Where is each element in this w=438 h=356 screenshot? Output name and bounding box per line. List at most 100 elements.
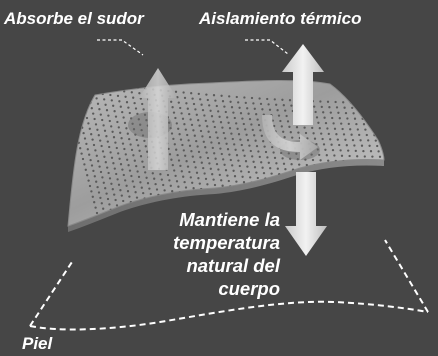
- perforation-dot: [97, 191, 101, 194]
- perforation-dot: [101, 150, 105, 153]
- perforation-dot: [366, 252, 368, 254]
- perforation-dot: [104, 187, 107, 190]
- perforation-dot: [171, 106, 174, 109]
- perforation-dot: [338, 175, 342, 179]
- perforation-dot: [143, 113, 147, 116]
- perforation-dot: [195, 139, 198, 143]
- perforation-dot: [204, 119, 207, 123]
- perforation-dot: [128, 195, 131, 198]
- perforation-dot: [226, 148, 230, 151]
- perforation-dot: [315, 116, 319, 119]
- perforation-dot: [102, 207, 105, 210]
- perforation-dot: [108, 229, 110, 231]
- perforation-dot: [398, 231, 400, 233]
- perforation-dot: [347, 181, 351, 184]
- perforation-dot: [174, 174, 177, 178]
- perforation-dot: [81, 157, 85, 161]
- perforation-dot: [407, 237, 409, 239]
- perforation-dot: [363, 241, 365, 243]
- perforation-dot: [177, 159, 181, 162]
- perforation-dot: [122, 173, 125, 177]
- perforation-dot: [403, 247, 405, 249]
- perforation-dot: [124, 95, 127, 98]
- perforation-dot: [166, 173, 170, 177]
- perforation-dot: [389, 253, 391, 255]
- perforation-dot: [206, 125, 209, 128]
- perforation-dot: [124, 179, 127, 182]
- perforation-dot: [126, 158, 129, 161]
- perforation-dot: [398, 172, 400, 174]
- perforation-dot: [331, 175, 334, 178]
- perforation-dot: [383, 231, 385, 233]
- perforation-dot: [336, 223, 339, 226]
- perforation-dot: [192, 102, 196, 106]
- perforation-dot: [321, 196, 324, 199]
- perforation-dot: [354, 208, 358, 211]
- perforation-dot: [218, 173, 221, 177]
- perforation-dot: [81, 100, 84, 103]
- perforation-dot: [134, 107, 138, 110]
- perforation-dot: [119, 131, 122, 134]
- perforation-dot: [260, 193, 264, 196]
- perforation-dot: [108, 177, 112, 180]
- perforation-dot: [255, 113, 258, 116]
- perforation-dot: [330, 202, 333, 205]
- perforation-dot: [409, 215, 411, 217]
- perforation-dot: [318, 127, 321, 130]
- perforation-dot: [348, 213, 351, 217]
- perforation-dot: [289, 189, 293, 192]
- perforation-dot: [125, 127, 128, 130]
- perforation-dot: [363, 155, 366, 158]
- perforation-dot: [132, 128, 136, 131]
- perforation-dot: [145, 176, 148, 179]
- perforation-dot: [183, 123, 186, 126]
- perforation-dot: [394, 215, 396, 217]
- perforation-dot: [96, 185, 99, 189]
- perforation-dot: [352, 171, 355, 174]
- perforation-dot: [113, 167, 116, 170]
- perforation-dot: [280, 151, 283, 155]
- perforation-dot: [188, 144, 192, 147]
- perforation-dot: [88, 127, 91, 130]
- perforation-dot: [290, 163, 293, 166]
- perforation-dot: [202, 166, 205, 170]
- perforation-dot: [107, 114, 110, 117]
- perforation-dot: [142, 191, 145, 195]
- perforation-dot: [94, 123, 98, 126]
- perforation-dot: [97, 134, 100, 137]
- perforation-dot: [424, 242, 426, 244]
- perforation-dot: [206, 156, 210, 160]
- perforation-dot: [378, 155, 382, 158]
- perforation-dot: [117, 126, 120, 129]
- perforation-dot: [228, 153, 231, 156]
- perforation-dot: [139, 155, 143, 158]
- perforation-dot: [214, 99, 217, 102]
- perforation-dot: [85, 142, 88, 146]
- perforation-dot: [88, 184, 92, 188]
- perforation-dot: [240, 170, 243, 173]
- perforation-dot: [385, 209, 387, 211]
- perforation-dot: [179, 106, 182, 110]
- perforation-dot: [118, 100, 121, 103]
- perforation-dot: [141, 134, 145, 137]
- perforation-dot: [295, 126, 299, 129]
- perforation-dot: [338, 229, 340, 231]
- perforation-dot: [268, 193, 271, 196]
- perforation-dot: [76, 80, 79, 82]
- perforation-dot: [252, 160, 255, 163]
- perforation-dot: [133, 159, 136, 162]
- perforation-dot: [322, 111, 325, 114]
- perforation-dot: [376, 231, 378, 233]
- perforation-dot: [338, 202, 341, 205]
- perforation-dot: [376, 117, 379, 121]
- perforation-dot: [330, 143, 333, 146]
- perforation-dot: [213, 152, 216, 155]
- perforation-dot: [173, 169, 176, 172]
- perforation-dot: [337, 256, 339, 258]
- perforation-dot: [120, 137, 123, 140]
- perforation-dot: [231, 196, 235, 199]
- perforation-dot: [345, 170, 348, 174]
- perforation-dot: [155, 188, 159, 191]
- perforation-dot: [370, 123, 373, 126]
- perforation-dot: [288, 184, 291, 187]
